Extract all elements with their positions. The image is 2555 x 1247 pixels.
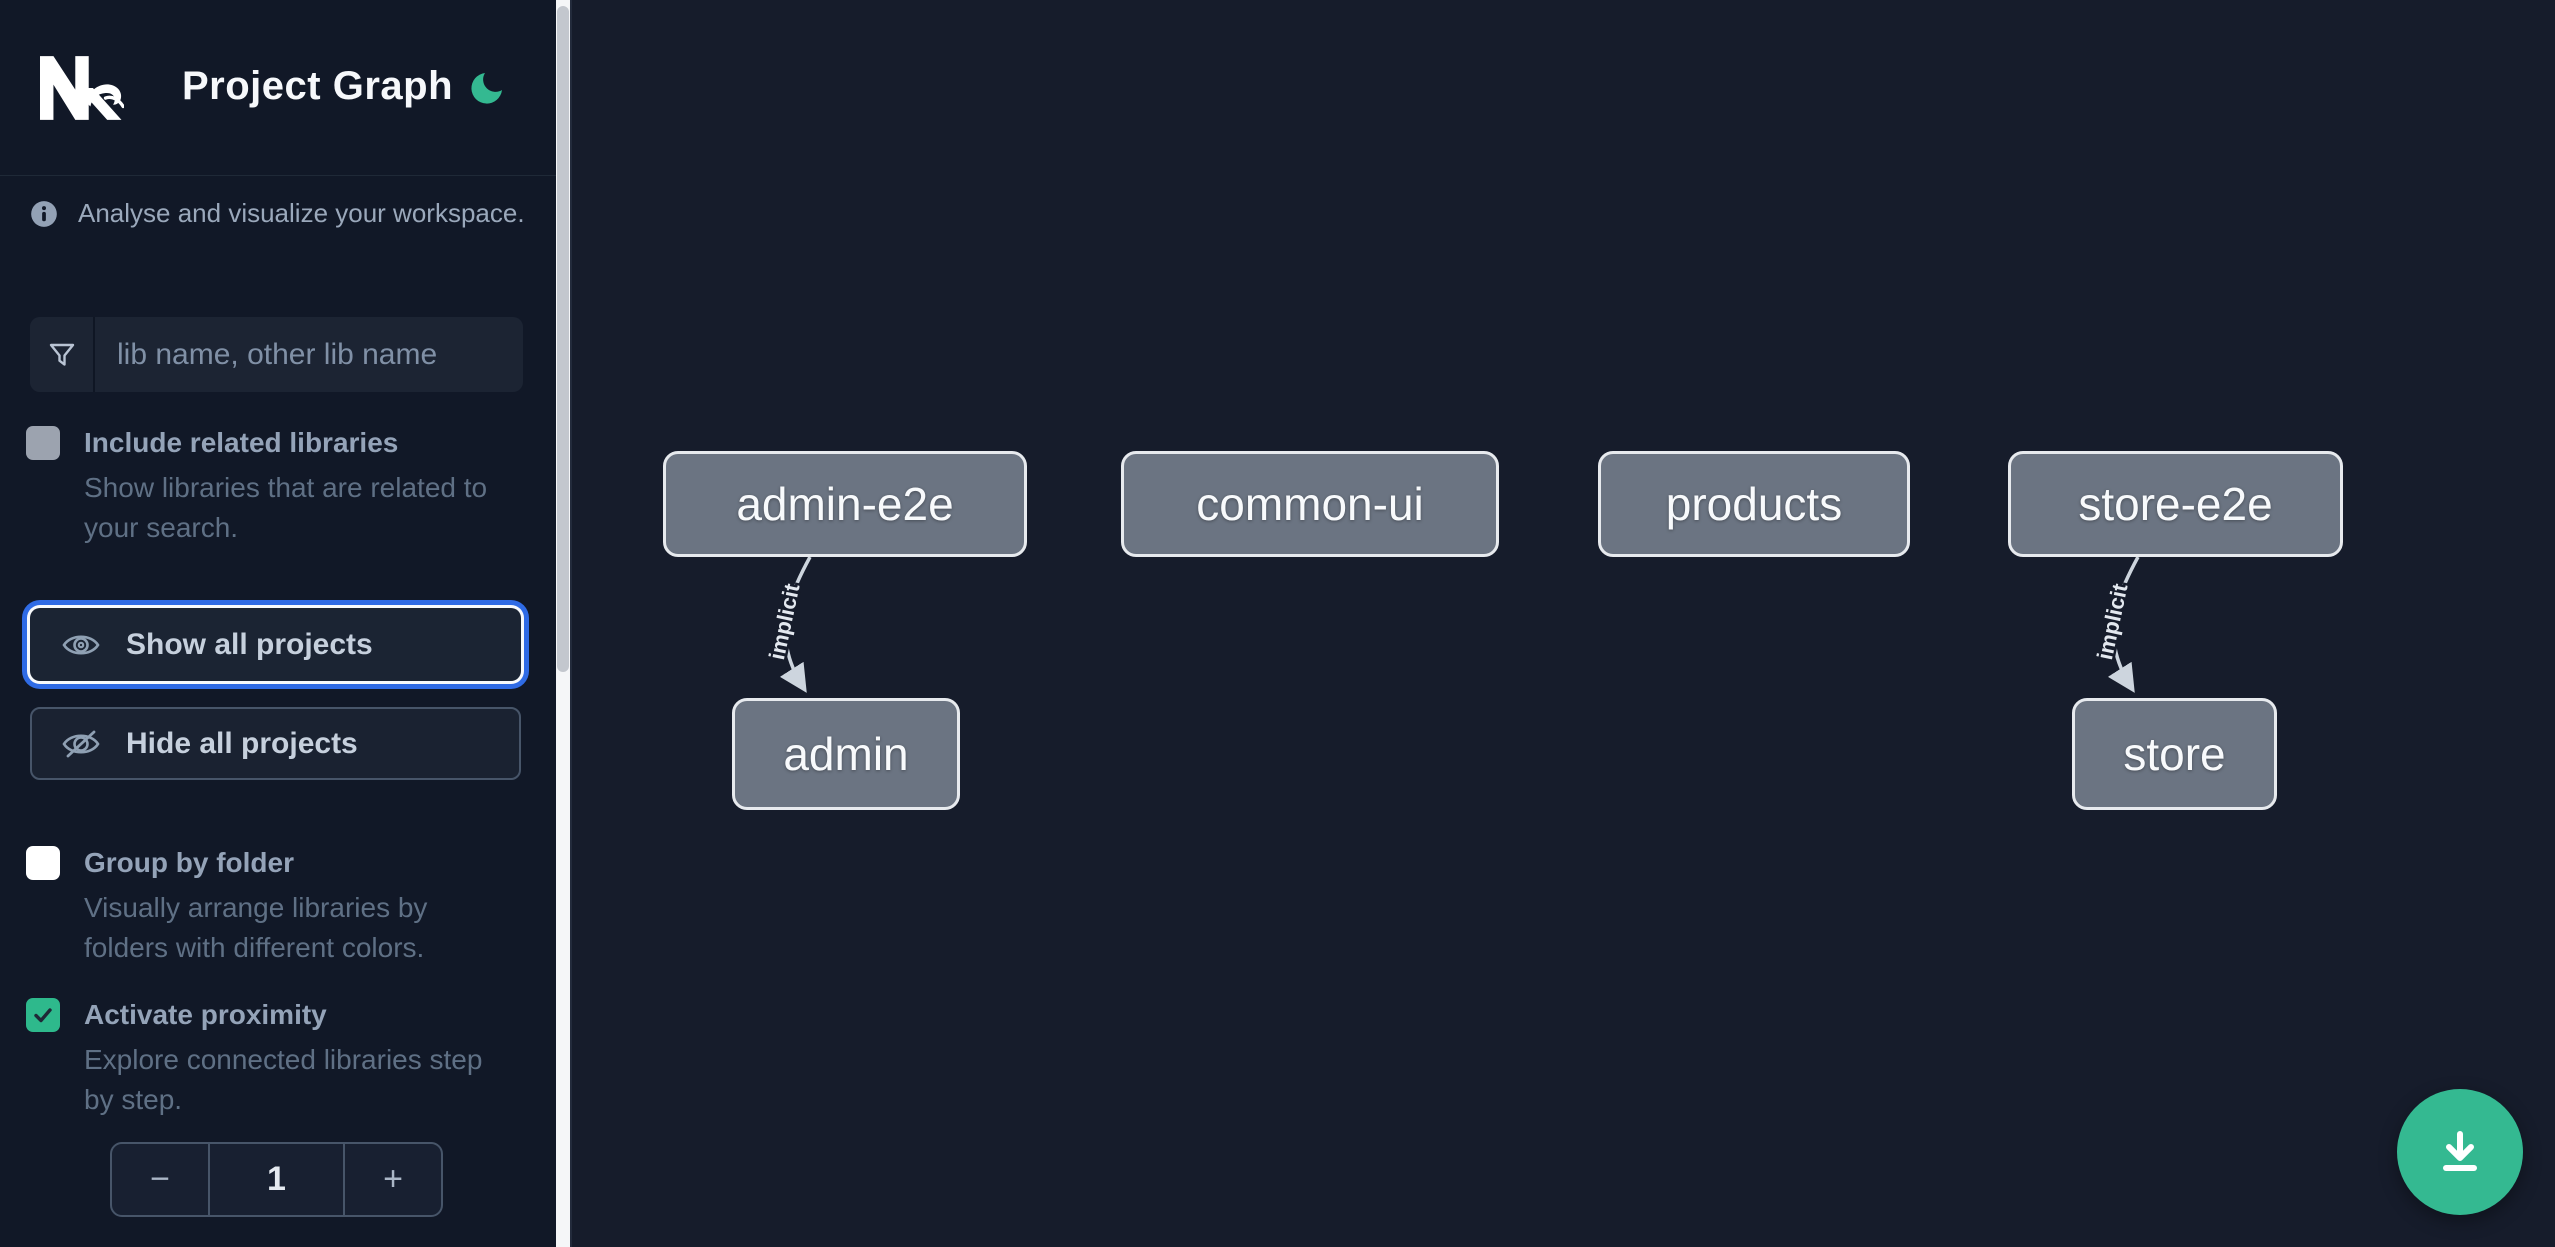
proximity-depth-stepper: − 1 + <box>110 1142 443 1217</box>
group-by-folder-label: Group by folder <box>84 847 294 878</box>
checkbox-group-group-by-folder: Group by folder Visually arrange librari… <box>26 846 516 968</box>
subtitle-row: Analyse and visualize your workspace. <box>30 198 530 229</box>
include-related-description: Show libraries that are related to your … <box>84 472 488 543</box>
eye-off-icon <box>62 730 100 757</box>
eye-icon <box>62 634 100 655</box>
edge-store-e2e-to-store[interactable] <box>2107 556 2140 693</box>
group-by-folder-description: Visually arrange libraries by folders wi… <box>84 892 428 963</box>
download-icon <box>2443 1131 2477 1171</box>
filter-icon <box>49 343 74 366</box>
checkbox-group-include-related: Include related libraries Show libraries… <box>26 426 516 548</box>
stepper-value: 1 <box>208 1144 345 1215</box>
checkbox-group-activate-proximity: Activate proximity Explore connected lib… <box>26 998 516 1120</box>
sidebar-header: Project Graph <box>0 0 556 176</box>
page-title: Project Graph <box>182 64 454 108</box>
search-input[interactable] <box>95 317 523 392</box>
hide-all-projects-button[interactable]: Hide all projects <box>30 707 521 780</box>
activate-proximity-description: Explore connected libraries step by step… <box>84 1044 483 1115</box>
include-related-label: Include related libraries <box>84 427 399 458</box>
graph-canvas[interactable] <box>570 0 2555 1247</box>
info-icon <box>31 200 57 227</box>
subtitle-text: Analyse and visualize your workspace. <box>78 198 525 228</box>
sidebar-scrollbar-thumb[interactable] <box>557 6 569 672</box>
moon-icon <box>471 73 502 104</box>
group-by-folder-checkbox[interactable] <box>26 846 60 880</box>
search-box <box>30 317 523 392</box>
hide-all-projects-label: Hide all projects <box>126 726 358 760</box>
download-image-button[interactable] <box>2397 1089 2523 1215</box>
edge-admin-e2e-to-admin[interactable] <box>779 556 812 693</box>
sidebar-scrollbar-track[interactable] <box>556 0 570 1247</box>
graph-node-admin[interactable]: admin <box>732 698 960 810</box>
graph-node-store-e2e[interactable]: store-e2e <box>2008 451 2343 557</box>
check-icon <box>34 1008 52 1023</box>
nx-logo <box>40 56 124 120</box>
decrement-button[interactable]: − <box>112 1144 208 1215</box>
show-all-projects-button[interactable]: Show all projects <box>30 608 521 681</box>
show-all-projects-label: Show all projects <box>126 627 373 661</box>
activate-proximity-checkbox[interactable] <box>26 998 60 1032</box>
activate-proximity-label: Activate proximity <box>84 999 327 1030</box>
graph-node-admin-e2e[interactable]: admin-e2e <box>663 451 1027 557</box>
include-related-checkbox[interactable] <box>26 426 60 460</box>
increment-button[interactable]: + <box>345 1144 441 1215</box>
graph-node-products[interactable]: products <box>1598 451 1910 557</box>
filter-icon-cell <box>30 317 95 392</box>
theme-toggle-button[interactable] <box>467 68 507 108</box>
graph-node-common-ui[interactable]: common-ui <box>1121 451 1499 557</box>
sidebar: Project Graph Analyse and visualize your… <box>0 0 556 1247</box>
graph-node-store[interactable]: store <box>2072 698 2277 810</box>
